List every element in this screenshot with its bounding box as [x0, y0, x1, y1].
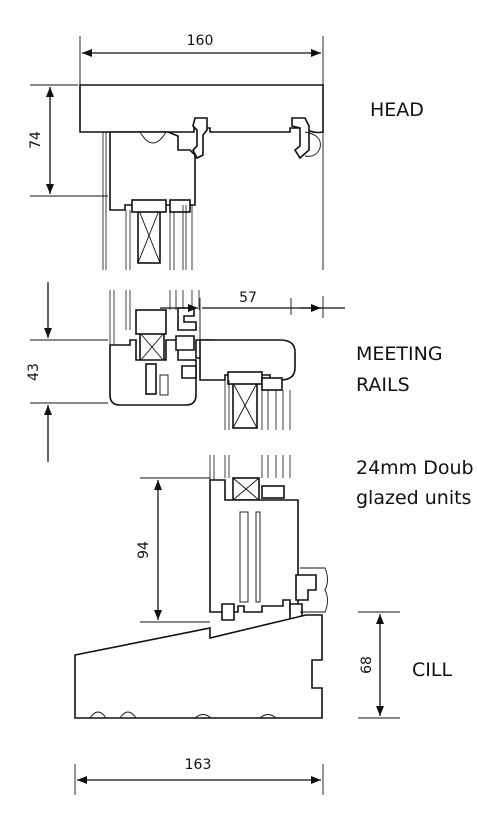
glazing-label-line2: glazed units	[356, 487, 471, 509]
cill-section	[74, 455, 400, 795]
meeting-label-line1: MEETING	[356, 343, 443, 365]
head-label: HEAD	[370, 99, 424, 121]
cill-width-dimension: 163	[185, 757, 212, 773]
meeting-height-dimension: 43	[26, 363, 42, 381]
meeting-label-line2: RAILS	[356, 374, 410, 396]
cill-height-right-dimension: 68	[359, 656, 375, 674]
cill-label: CILL	[412, 659, 452, 681]
head-width-dimension: 160	[187, 33, 214, 49]
meeting-rails-section	[30, 282, 345, 462]
head-height-dimension: 74	[28, 131, 44, 149]
glazing-label-line1: 24mm Doub	[356, 457, 474, 479]
head-section	[30, 36, 324, 270]
cill-height-left-dimension: 94	[136, 541, 152, 559]
meeting-offset-dimension: 57	[239, 290, 257, 306]
